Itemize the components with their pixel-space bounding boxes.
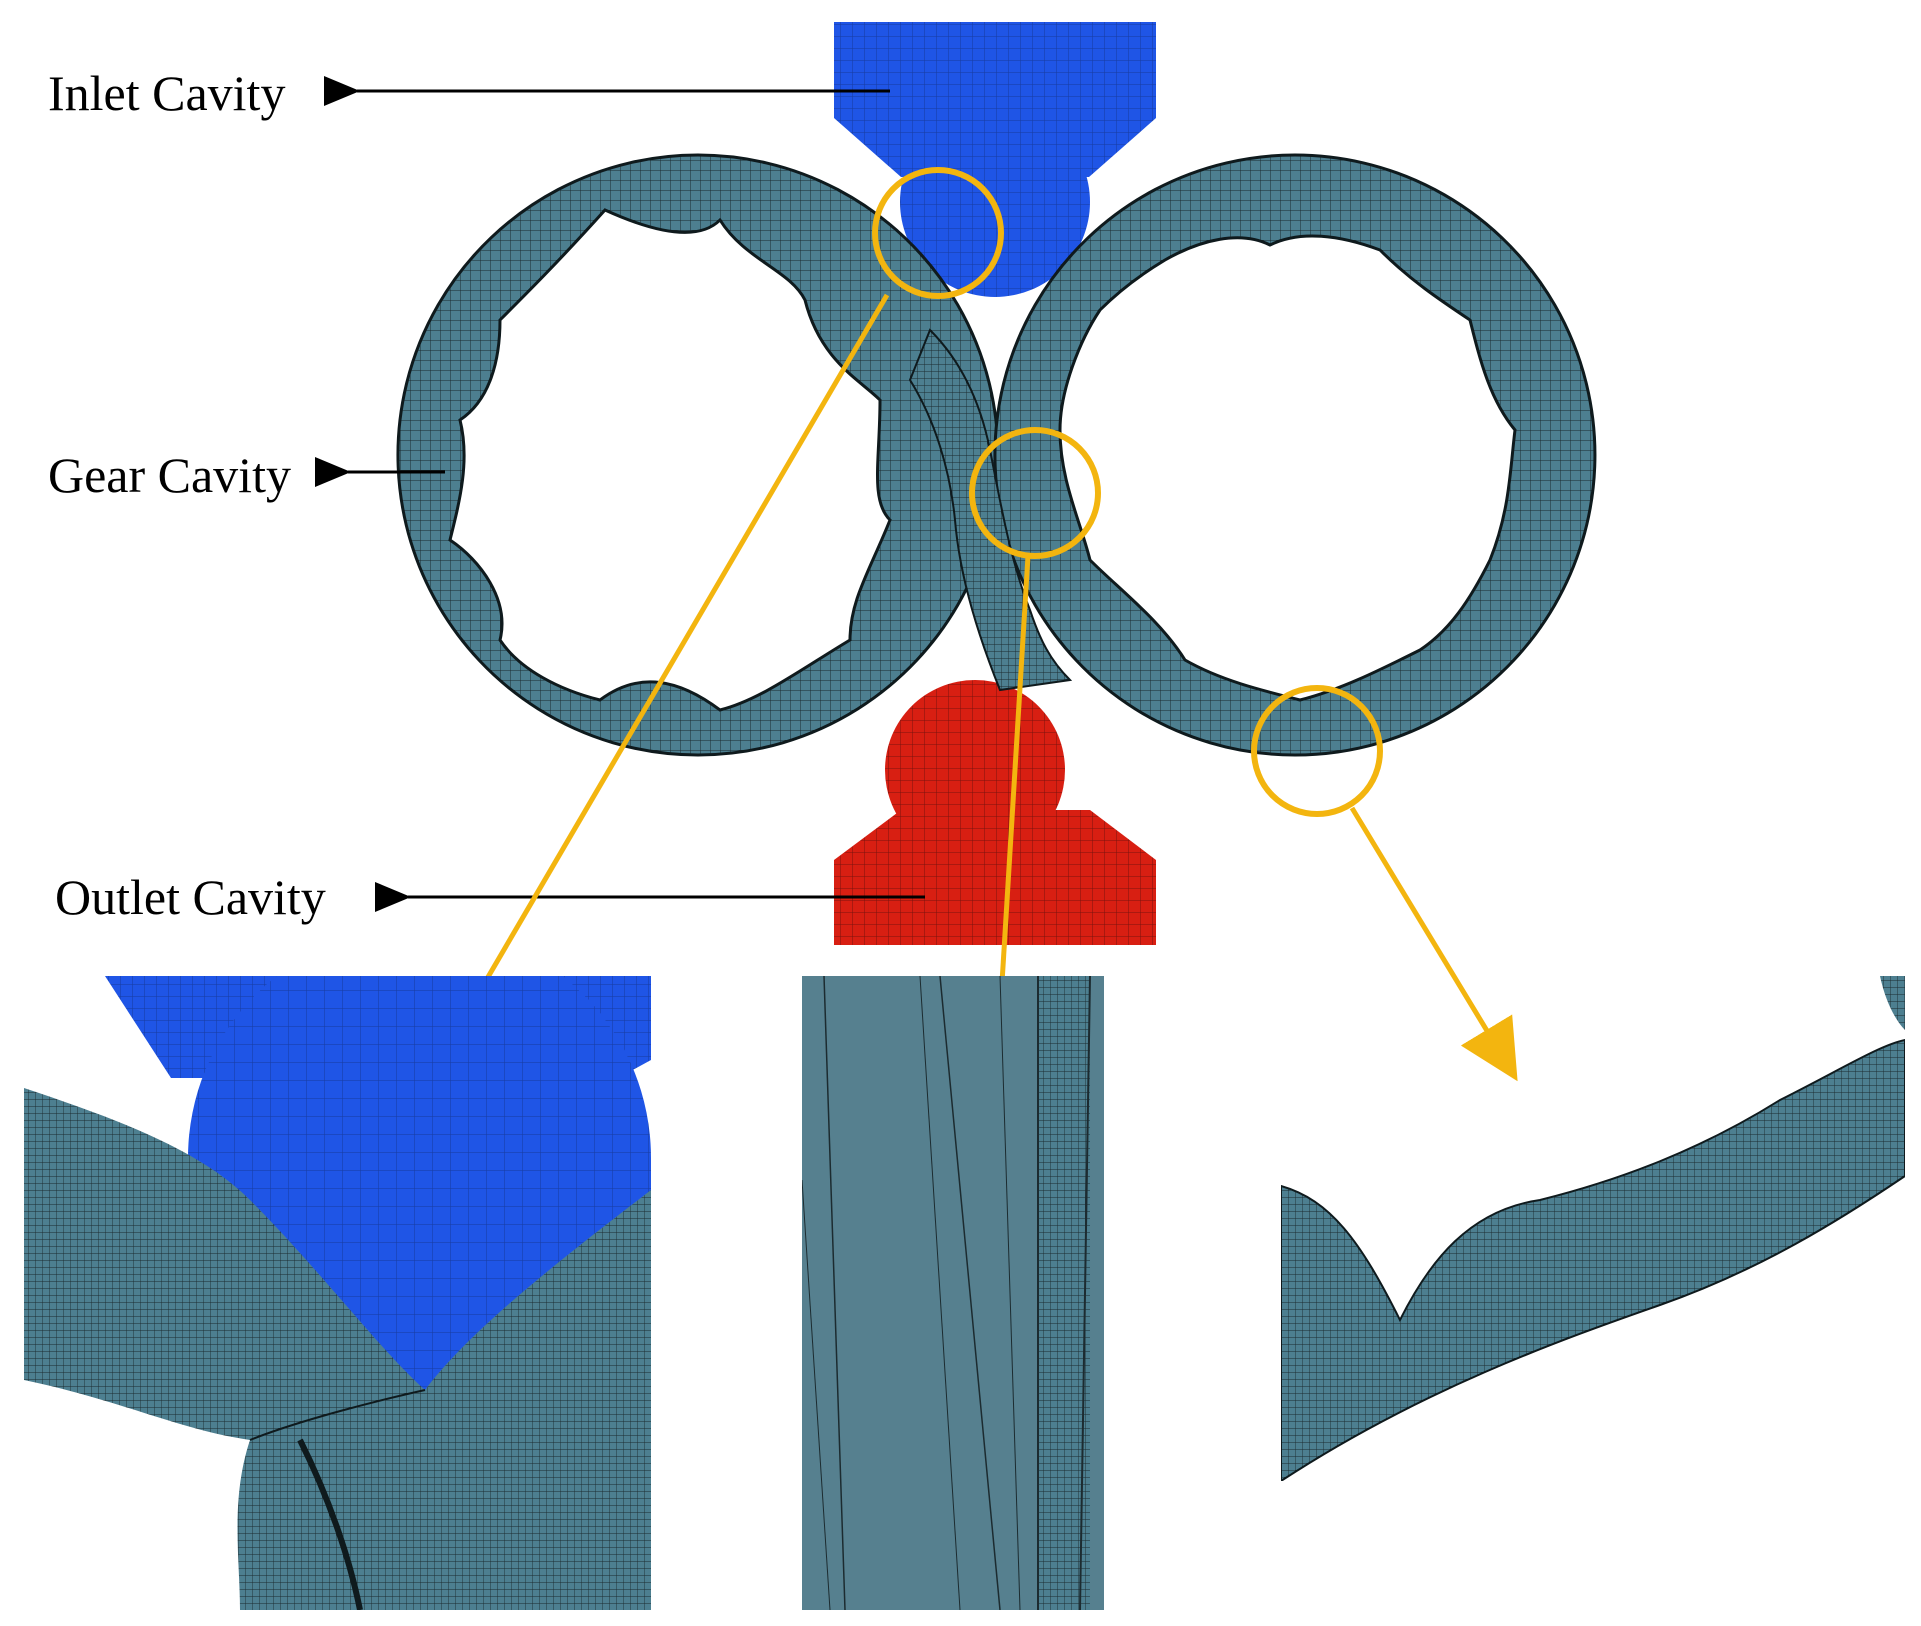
right-gear-cavity (993, 153, 1597, 757)
zoom-arrow-icon (1349, 806, 1518, 1082)
zoom-panel-gap (802, 976, 1104, 1610)
zoom-panel-inlet-interface (24, 976, 651, 1610)
outlet-cavity-mesh (834, 680, 1156, 945)
inlet-cavity-label: Inlet Cavity (48, 65, 285, 121)
gear-mesh-overlap (908, 328, 1073, 692)
inlet-cavity-mesh (834, 22, 1156, 297)
zoom-arrow-icon (447, 293, 890, 1047)
zoom-circle-icon (1251, 685, 1383, 817)
zoom-panel-tooth (1281, 976, 1905, 1481)
zoom-circle-icon (969, 427, 1101, 559)
outlet-cavity-label: Outlet Cavity (55, 869, 326, 925)
zoom-circle-icon (872, 167, 1004, 299)
left-gear-cavity (396, 153, 1000, 757)
gear-cavity-label: Gear Cavity (48, 447, 291, 503)
